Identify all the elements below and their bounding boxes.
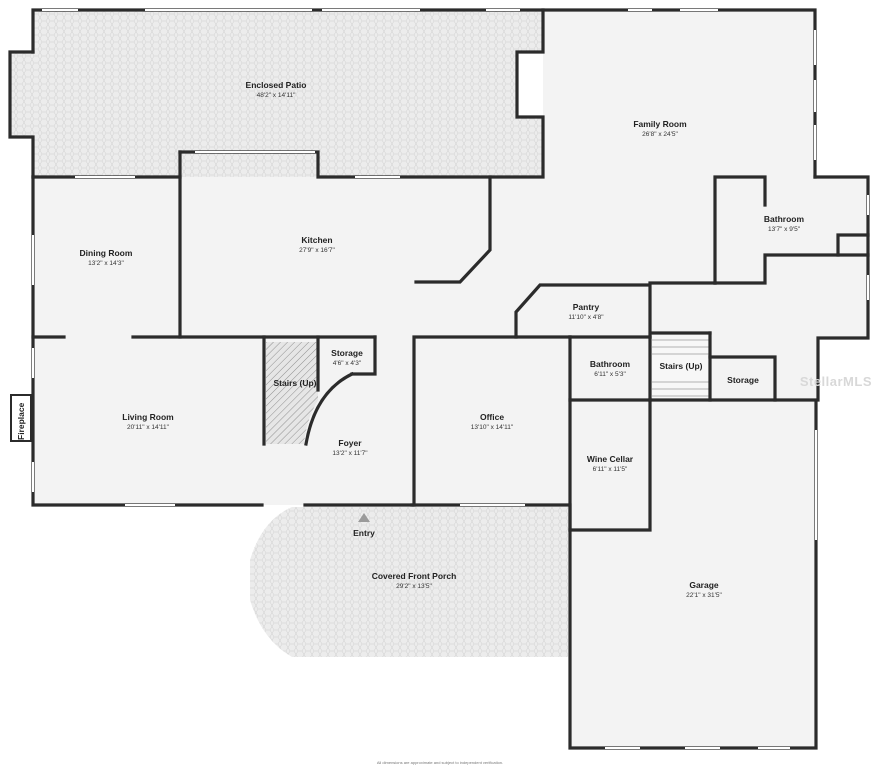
enclosed-patio-floor	[10, 10, 543, 177]
office-name: Office	[480, 412, 504, 422]
wine-cellar-dims: 6'11" x 11'5"	[593, 466, 628, 473]
entry-arrow-icon	[358, 513, 370, 522]
wine-cellar-name: Wine Cellar	[587, 454, 634, 464]
foyer-name: Foyer	[338, 438, 362, 448]
living-room-dims: 20'11" x 14'11"	[127, 424, 170, 431]
foyer-dims: 13'2" x 11'7"	[332, 450, 368, 457]
family-room-name: Family Room	[633, 119, 687, 129]
stairs-up-1-label: Stairs (Up)	[274, 378, 317, 388]
floor-fills	[10, 10, 868, 748]
stairs-treads	[652, 333, 710, 399]
walls	[8, 8, 870, 750]
stairs-up-2-label: Stairs (Up)	[660, 361, 703, 371]
kitchen-dims: 27'9" x 16'7"	[299, 247, 335, 254]
bathroom-1-name: Bathroom	[764, 214, 805, 224]
office-dims: 13'10" x 14'11"	[471, 424, 514, 431]
garage-dims: 22'1" x 31'5"	[686, 592, 722, 599]
room-labels: Enclosed Patio 48'2" x 14'11" Family Roo…	[80, 80, 805, 599]
living-room-name: Living Room	[122, 412, 174, 422]
storage-1-name: Storage	[331, 348, 363, 358]
stairs-hatch	[266, 342, 318, 444]
entry-label: Entry	[353, 528, 375, 538]
covered-front-porch-dims: 29'2" x 13'5"	[396, 583, 432, 590]
windows	[32, 9, 869, 749]
watermark: StellarMLS	[799, 374, 872, 389]
pantry-name: Pantry	[573, 302, 600, 312]
storage-1-dims: 4'6" x 4'3"	[333, 360, 362, 367]
garage-name: Garage	[689, 580, 719, 590]
porch-floor	[250, 507, 568, 657]
dining-room-dims: 13'2" x 14'3"	[88, 260, 124, 267]
storage-2-name: Storage	[727, 375, 759, 385]
dining-room-name: Dining Room	[80, 248, 133, 258]
fireplace-label: Fireplace	[16, 402, 26, 440]
kitchen-name: Kitchen	[301, 235, 332, 245]
bathroom-2-dims: 6'11" x 5'3"	[594, 371, 626, 378]
enclosed-patio-name: Enclosed Patio	[246, 80, 307, 90]
family-room-dims: 26'8" x 24'5"	[642, 131, 678, 138]
fireplace: Fireplace	[10, 394, 32, 442]
covered-front-porch-name: Covered Front Porch	[372, 571, 457, 581]
bathroom-1-dims: 13'7" x 9'5"	[768, 226, 801, 233]
footer-note: All dimensions are approximate and subje…	[376, 760, 504, 765]
bathroom-2-name: Bathroom	[590, 359, 631, 369]
garage-floor	[570, 400, 816, 748]
pantry-dims: 11'10" x 4'8"	[568, 314, 604, 321]
enclosed-patio-dims: 48'2" x 14'11"	[257, 92, 296, 99]
